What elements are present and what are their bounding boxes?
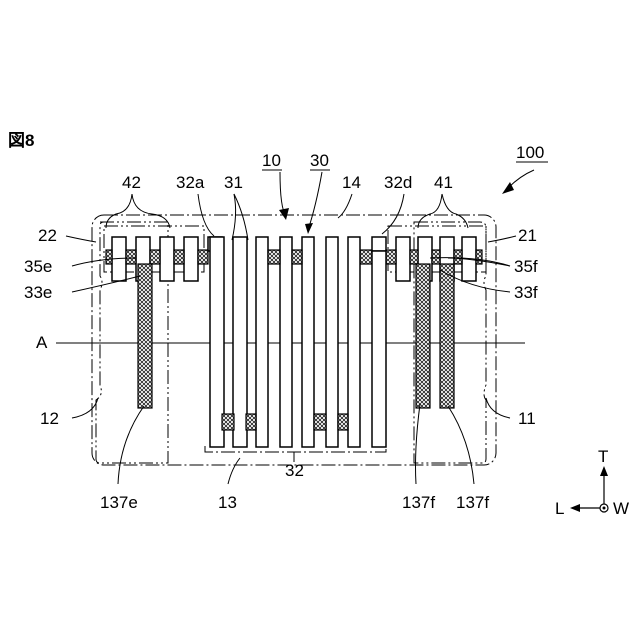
via-137e [138,264,152,408]
label-32: 32 [285,461,304,480]
label-35e: 35e [24,257,52,276]
label-32d: 32d [384,173,412,192]
label-33f: 33f [514,283,538,302]
label-33e: 33e [24,283,52,302]
via-137f-1 [416,264,430,408]
axis-label-l: L [555,499,564,518]
label-137f-right: 137f [456,493,489,512]
label-11: 11 [518,409,536,428]
label-30: 30 [310,151,329,170]
label-137f-left: 137f [402,493,435,512]
label-41: 41 [434,173,453,192]
axis-label-t: T [598,447,608,466]
left-electrode-group [106,237,222,408]
figure-title: 図8 [8,131,34,150]
label-12: 12 [40,409,59,428]
central-plates [210,237,386,447]
label-137e: 137e [100,493,138,512]
label-42: 42 [122,173,141,192]
axis-indicator: T L W [555,447,629,518]
label-35f: 35f [514,257,538,276]
label-100: 100 [516,143,544,162]
leader-lines [66,170,534,484]
label-31: 31 [224,173,243,192]
label-22: 22 [38,226,57,245]
label-14: 14 [342,173,361,192]
axis-label-w: W [613,499,629,518]
via-137f-2 [440,264,454,408]
label-21: 21 [518,226,537,245]
label-32a: 32a [176,173,205,192]
label-13: 13 [218,493,237,512]
label-a: A [36,333,48,352]
label-10: 10 [262,151,281,170]
